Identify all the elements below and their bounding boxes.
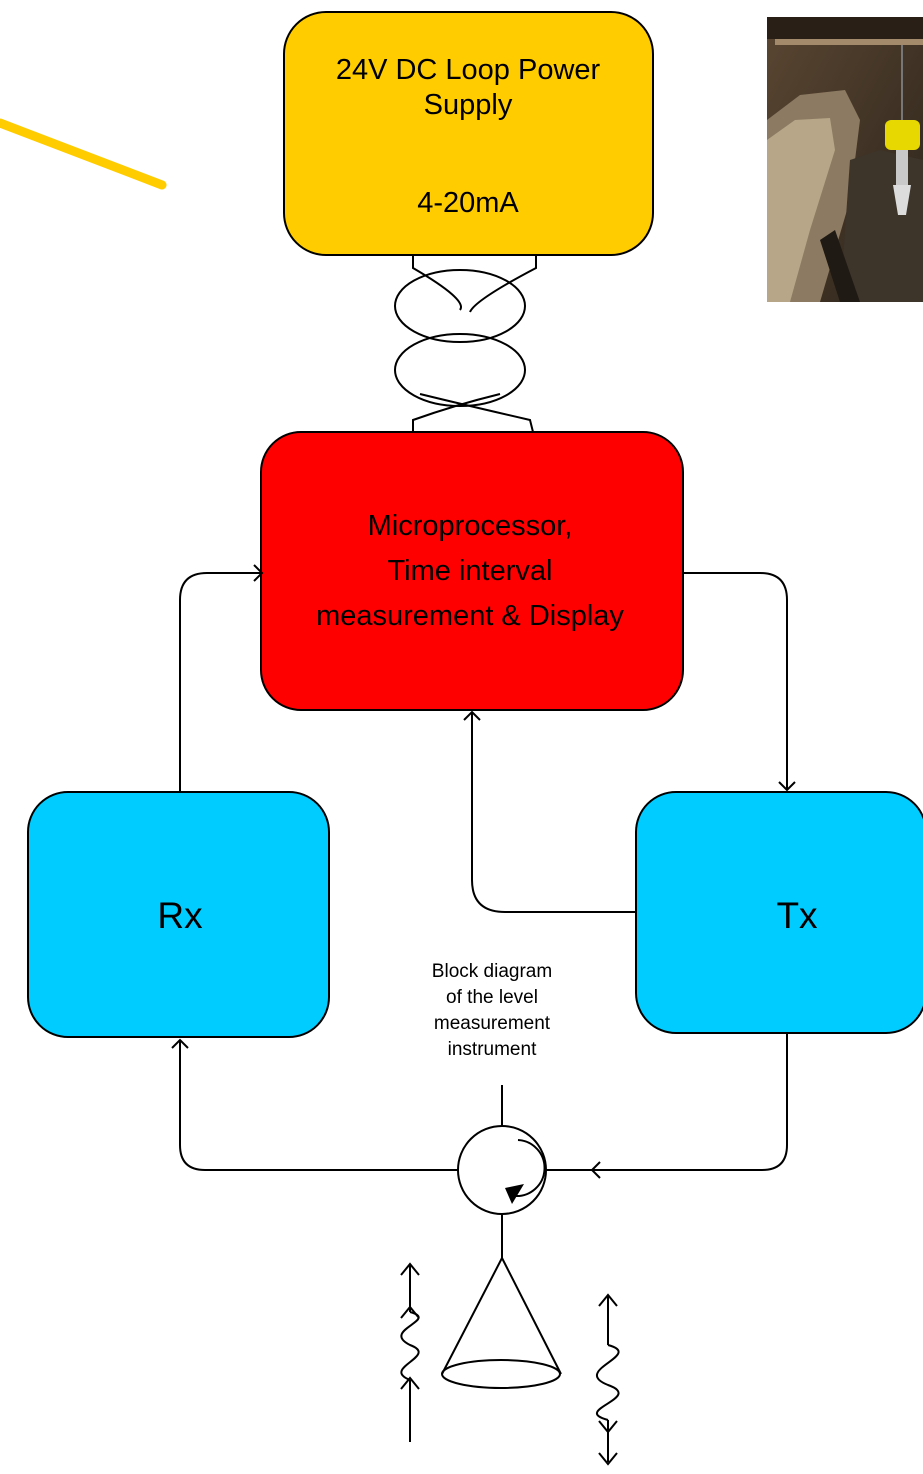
micro-to-tx-line (683, 572, 788, 790)
caption-line4: instrument (448, 1039, 537, 1060)
power-supply-block: 24V DC Loop Power Supply 4-20mA (283, 11, 654, 256)
tx-to-micro-line (471, 712, 636, 913)
power-supply-current-label: 4-20mA (417, 187, 519, 219)
sensor-photo (767, 17, 923, 302)
caption-line2: of the level (446, 987, 538, 1008)
rx-label: Rx (157, 895, 203, 936)
tx-block: Tx (635, 791, 923, 1034)
signal-lines (171, 564, 796, 1258)
rx-to-micro-line (179, 572, 262, 792)
rx-block: Rx (27, 791, 330, 1038)
microprocessor-label-line2: Time interval (388, 555, 553, 587)
power-supply-label-line1: 24V DC Loop Power (336, 54, 601, 86)
circulator-to-rx-line (179, 1040, 458, 1171)
microprocessor-block: Microprocessor, Time interval measuremen… (260, 431, 684, 711)
microprocessor-label-line1: Microprocessor, (368, 510, 573, 542)
tx-label: Tx (776, 895, 818, 936)
caption-line3: measurement (434, 1013, 551, 1034)
circulator-icon (457, 1125, 547, 1215)
transmitted-wave-icon (595, 1293, 620, 1466)
caption-line1: Block diagram (432, 961, 552, 982)
accent-stroke (0, 118, 167, 190)
power-supply-label-line2: Supply (424, 89, 513, 121)
tx-to-circulator-line (546, 1033, 788, 1171)
horn-antenna-icon (441, 1257, 562, 1389)
received-wave-icon (400, 1262, 420, 1442)
diagram-caption: Block diagram of the level measurement i… (432, 961, 552, 1060)
twisted-pair-wires (394, 250, 537, 433)
microprocessor-label-line3: measurement & Display (316, 600, 624, 632)
